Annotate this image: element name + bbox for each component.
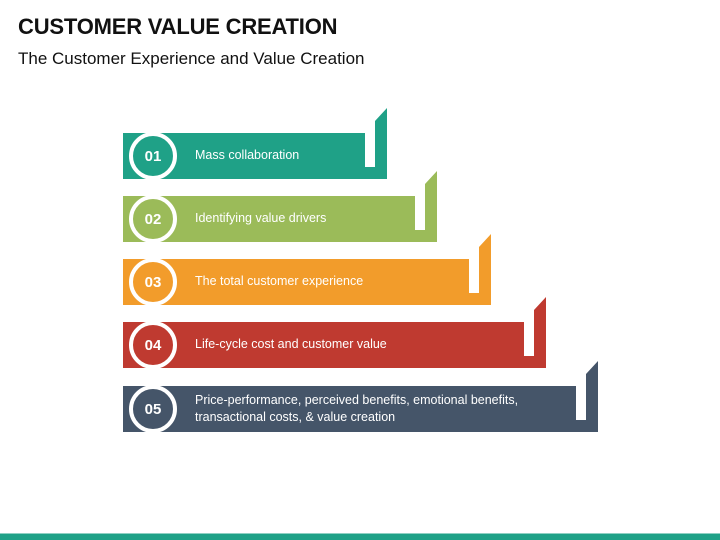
- step-label: Price-performance, perceived benefits, e…: [195, 393, 519, 424]
- step-label: Mass collaboration: [195, 148, 300, 162]
- step-number: 03: [144, 273, 162, 291]
- bottom-accent-bar: [0, 533, 720, 540]
- step-number-badge: 04: [129, 321, 177, 369]
- step-label: Identifying value drivers: [195, 211, 327, 225]
- step-number-badge: 01: [129, 132, 177, 180]
- step-number: 02: [144, 210, 162, 228]
- step-number-badge: 05: [129, 385, 177, 433]
- step-label: Life-cycle cost and customer value: [195, 337, 387, 351]
- step-number-badge: 02: [129, 195, 177, 243]
- step-number-badge: 03: [129, 258, 177, 306]
- step-label: The total customer experience: [195, 274, 364, 288]
- page-title: CUSTOMER VALUE CREATION: [18, 14, 338, 39]
- step-number: 04: [144, 336, 162, 354]
- step-number: 05: [144, 400, 162, 418]
- page-subtitle: The Customer Experience and Value Creati…: [18, 49, 365, 68]
- step-number: 01: [144, 147, 162, 165]
